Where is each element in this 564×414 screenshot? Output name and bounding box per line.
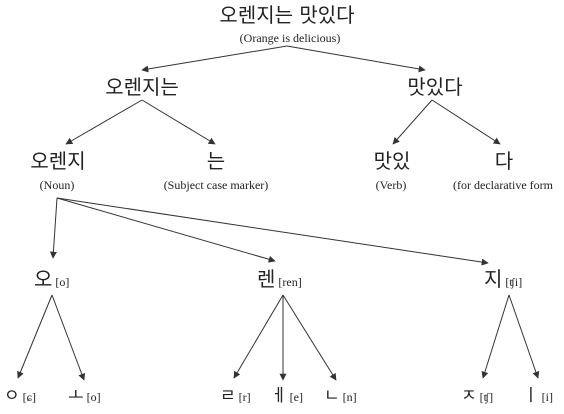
edge-root-right: [286, 45, 426, 73]
jamo-char: ㄴ: [324, 386, 340, 406]
edge-noun-syllable-1: [49, 197, 58, 259]
edge-noun-syllable-2: [56, 197, 276, 263]
syllable-ipa: [ren]: [278, 275, 302, 289]
noun-word: 오렌지: [30, 149, 86, 173]
noun-gloss: (Noun): [39, 178, 75, 192]
edge-ren-rieul: [233, 294, 284, 379]
edge-root-left: [141, 45, 288, 73]
subject-marker-gloss: (Subject case marker): [163, 178, 269, 192]
jamo-ieung: ㅇ[ɕ]: [4, 388, 36, 405]
edge-ren-nieun: [282, 294, 337, 381]
declarative-gloss: (for declarative form: [453, 178, 553, 192]
syllable-ji: 지[ʧi]: [484, 269, 522, 289]
root-sentence: 오렌지는 맛있다: [219, 3, 355, 27]
jamo-char: ㅗ: [68, 386, 84, 406]
root-gloss: (Orange is delicious): [239, 31, 341, 45]
edge-ji-vowel: [508, 294, 540, 379]
edge-subject-noun: [65, 99, 143, 145]
jamo-ipa: [i]: [541, 390, 553, 404]
jamo-char: ㅣ: [523, 386, 539, 406]
jamo-jieut: ㅈ[ʧ]: [461, 388, 493, 405]
subject-phrase: 오렌지는: [105, 75, 179, 99]
jamo-rieul: ㄹ[r]: [220, 388, 251, 405]
syllable-char: 지: [484, 267, 503, 291]
subject-marker: 는: [206, 149, 226, 173]
jamo-char: ㅔ: [271, 386, 287, 406]
verb-gloss: (Verb): [375, 178, 407, 192]
syllable-char: 오: [34, 267, 53, 291]
syllable-char: 렌: [257, 267, 276, 291]
edge-o-vowel: [51, 294, 86, 381]
verb-stem: 맛있: [373, 149, 411, 173]
jamo-char: ㅈ: [461, 386, 477, 406]
jamo-ipa: [ʧ]: [479, 390, 494, 404]
jamo-char: ㅇ: [4, 386, 20, 406]
predicate-phrase: 맛있다: [407, 75, 463, 99]
edge-o-ieung: [17, 294, 53, 379]
syllable-ipa: [ʧi]: [505, 275, 523, 289]
edge-predicate-ending: [431, 99, 501, 145]
jamo-e-vowel: ㅔ[e]: [271, 388, 303, 405]
edge-subject-marker: [141, 99, 216, 145]
jamo-ipa: [o]: [86, 390, 101, 404]
jamo-char: ㄹ: [220, 386, 236, 406]
edge-noun-syllable-3: [56, 197, 489, 266]
syllable-ren: 렌[ren]: [257, 269, 302, 289]
jamo-nieun: ㄴ[n]: [324, 388, 357, 405]
edge-predicate-verb: [392, 99, 433, 145]
jamo-ipa: [ɕ]: [22, 390, 36, 404]
syllable-o: 오[o]: [34, 269, 69, 289]
jamo-i-vowel: ㅣ[i]: [523, 388, 553, 405]
jamo-ipa: [r]: [238, 390, 251, 404]
syllable-ipa: [o]: [55, 275, 70, 289]
jamo-ipa: [n]: [342, 390, 357, 404]
declarative-ending: 다: [494, 149, 514, 173]
jamo-ipa: [e]: [289, 390, 303, 404]
jamo-o-vowel: ㅗ[o]: [68, 388, 101, 405]
edge-ji-jieut: [481, 294, 510, 379]
